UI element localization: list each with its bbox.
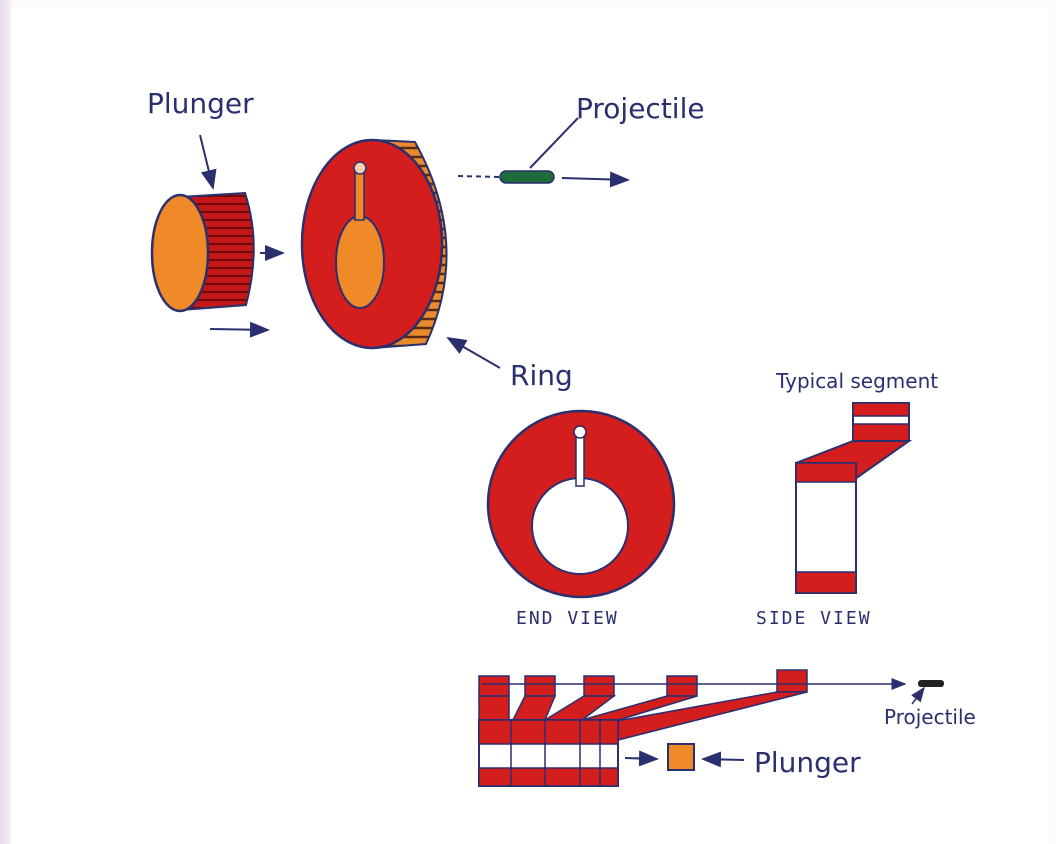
projectile-top [500,171,554,183]
typical-segment-label: Typical segment [775,369,938,393]
projectile-path [458,171,628,183]
plunger-bottom-label: Plunger [754,746,861,779]
projectile-bottom-label: Projectile [884,705,976,729]
projectile-bottom-pointer [912,688,924,704]
segment-side-view [796,403,909,593]
plunger-bottom [668,744,694,770]
ring-label-pointer [448,338,500,368]
projectile-bottom [918,680,944,687]
ring-label: Ring [510,359,573,392]
projectile-label-pointer [530,118,578,168]
side-view-label: SIDE VIEW [756,608,872,629]
plunger-label-pointer [200,135,213,188]
projectile-top-label: Projectile [576,92,705,125]
end-view-label: END VIEW [516,608,619,629]
ring-3d [302,140,447,348]
plunger-3d [152,193,254,311]
plunger-top-label: Plunger [147,87,254,120]
ring-end-view [488,411,674,597]
